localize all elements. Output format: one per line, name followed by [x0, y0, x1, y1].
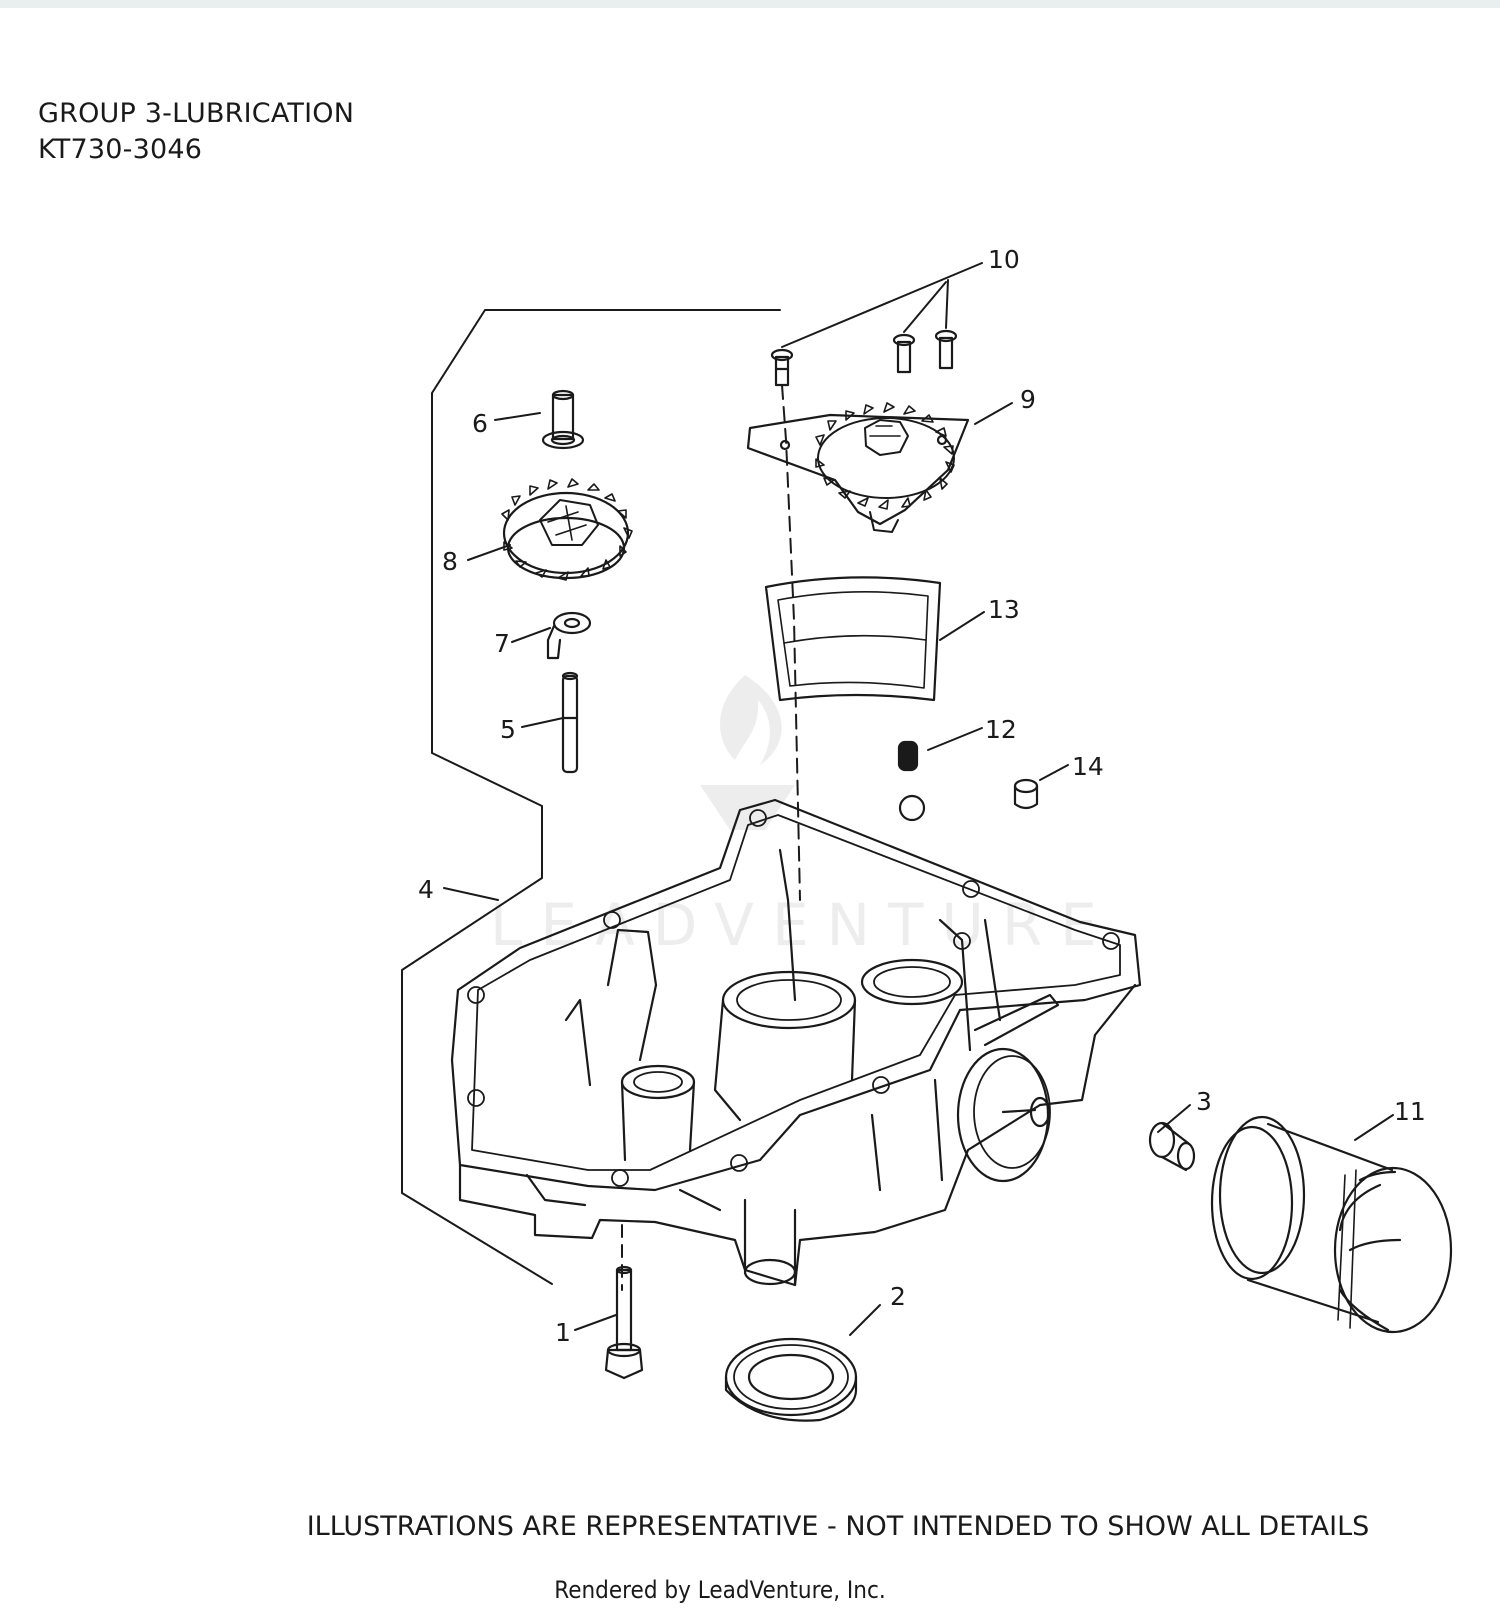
part-12-relief-spring[interactable] — [897, 740, 926, 822]
part-6-shaft[interactable] — [541, 389, 585, 450]
top-border — [0, 0, 1500, 8]
watermark-text: LEADVENTURE — [490, 891, 1115, 959]
part-13-oil-screen[interactable] — [764, 576, 942, 702]
callout-3[interactable]: 3 — [1196, 1087, 1212, 1116]
model-number: KT730-3046 — [38, 134, 203, 165]
part-2-oil-seal[interactable] — [724, 1337, 858, 1422]
leadventure-watermark: LEADVENTURE — [490, 675, 1115, 959]
assembly-bracket — [401, 309, 781, 1285]
callout-1[interactable]: 1 — [555, 1318, 571, 1347]
part-9-oil-pump[interactable] — [746, 402, 970, 533]
callout-12[interactable]: 12 — [985, 715, 1017, 744]
part-5-pin[interactable] — [561, 671, 579, 774]
callout-10[interactable]: 10 — [988, 245, 1020, 274]
part-1-bolt[interactable] — [604, 1265, 644, 1380]
render-credit: Rendered by LeadVenture, Inc. — [554, 1576, 886, 1604]
part-4-oil-pan[interactable] — [450, 798, 1142, 1287]
part-10-screws[interactable] — [770, 262, 983, 387]
callout-9[interactable]: 9 — [1020, 385, 1036, 414]
leader-lines — [443, 402, 1394, 1336]
callout-11[interactable]: 11 — [1394, 1097, 1426, 1126]
callout-13[interactable]: 13 — [988, 595, 1020, 624]
callout-7[interactable]: 7 — [494, 629, 510, 658]
group-title: GROUP 3-LUBRICATION — [38, 98, 355, 129]
part-8-governor-gear[interactable] — [501, 478, 633, 581]
part-14-plug[interactable] — [1013, 778, 1039, 810]
part-11-oil-filter[interactable] — [1210, 1115, 1453, 1334]
part-7-clip[interactable] — [546, 611, 592, 660]
callout-5[interactable]: 5 — [500, 715, 516, 744]
callout-8[interactable]: 8 — [442, 547, 458, 576]
alignment-dash-line — [781, 384, 801, 901]
callout-labels: 1 2 3 4 5 6 7 8 9 10 11 12 13 14 — [418, 245, 1426, 1347]
callout-14[interactable]: 14 — [1072, 752, 1104, 781]
diagram-header: GROUP 3-LUBRICATION KT730-3046 — [38, 96, 354, 168]
callout-2[interactable]: 2 — [890, 1282, 906, 1311]
disclaimer-text: ILLUSTRATIONS ARE REPRESENTATIVE - NOT I… — [306, 1511, 1370, 1542]
callout-6[interactable]: 6 — [472, 409, 488, 438]
callout-4[interactable]: 4 — [418, 875, 434, 904]
part-3-filter-adapter[interactable] — [1148, 1121, 1196, 1172]
